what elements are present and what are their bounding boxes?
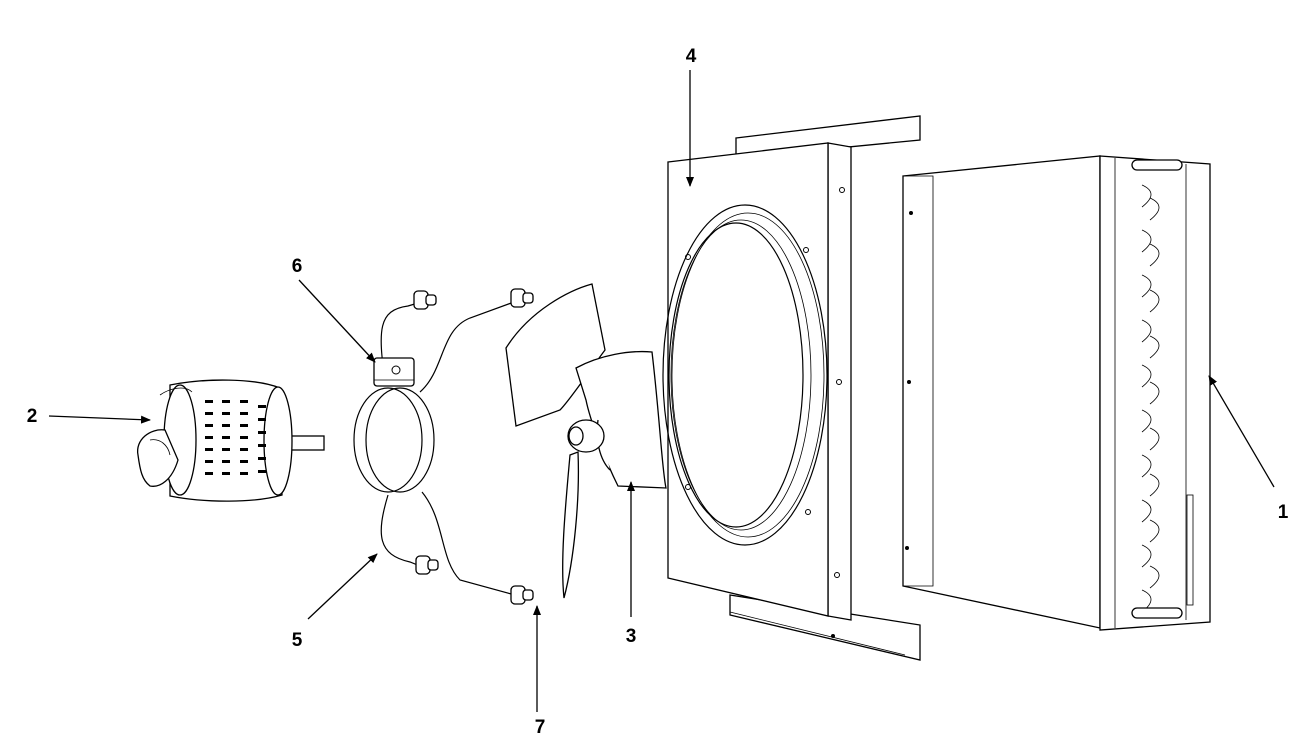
- callout-2: 2: [27, 406, 38, 427]
- callout-7: 7: [535, 717, 546, 738]
- callout-6: 6: [292, 256, 303, 277]
- leader-1: [1208, 375, 1275, 488]
- callout-5: 5: [292, 630, 303, 651]
- callout-1: 1: [1278, 502, 1289, 523]
- callout-3: 3: [626, 626, 637, 647]
- condenser-coil: [902, 155, 1211, 631]
- fan-shroud: [662, 115, 921, 661]
- leader-2: [48, 415, 151, 424]
- fan-blade: [505, 283, 667, 599]
- fan-motor: [137, 379, 325, 502]
- leader-6: [298, 279, 376, 363]
- callout-4: 4: [686, 46, 697, 67]
- motor-mount: [353, 288, 534, 605]
- leader-5: [307, 553, 378, 620]
